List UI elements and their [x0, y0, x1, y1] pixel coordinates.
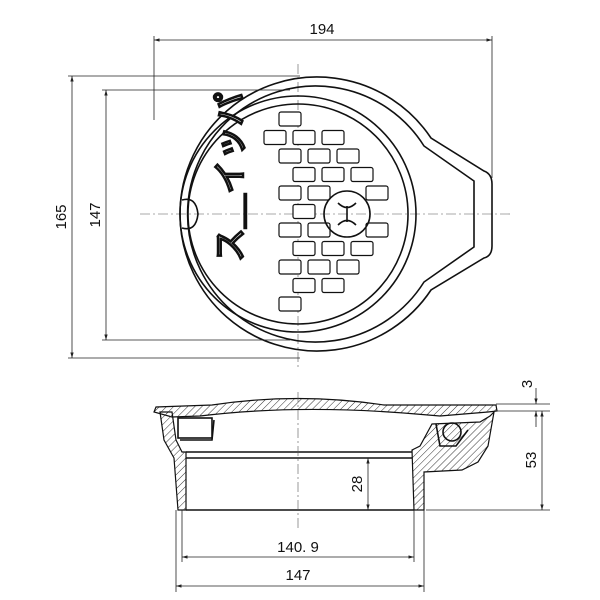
- cover-outer-ring: [179, 95, 417, 333]
- center-emblem: [323, 190, 371, 238]
- hinge-bracket: [435, 423, 469, 447]
- grid-cell: [292, 203, 316, 220]
- body-right-wall: [411, 410, 495, 511]
- grid-cell: [365, 222, 389, 238]
- grid-cell: [321, 166, 345, 183]
- grid-cell: [278, 222, 302, 238]
- grid-cell: [263, 129, 287, 146]
- cover-inner-ring: [187, 103, 409, 325]
- dim-inner-width: 140. 9: [277, 539, 319, 556]
- left-lug: [177, 417, 213, 439]
- grid-cell: [292, 240, 316, 257]
- body-left-wall: [159, 411, 187, 511]
- grid-cell: [336, 259, 360, 275]
- grid-cell: [336, 148, 360, 164]
- dim-overall-width: 194: [309, 21, 334, 38]
- grid-cell: [278, 111, 302, 127]
- hinge-pin: [442, 422, 462, 442]
- cover-marking: ス＿イッパ: [211, 92, 251, 262]
- lift-notch: [181, 198, 199, 230]
- dim-overall-height: 165: [53, 204, 70, 229]
- grid-cell: [278, 148, 302, 164]
- top-view: ス＿イッパ 194 165 147: [53, 21, 510, 370]
- inner-rim: [180, 419, 414, 511]
- grid-cell: [307, 148, 331, 164]
- grid-cell: [278, 296, 302, 312]
- grid-cell: [292, 129, 316, 146]
- grid-cell: [278, 259, 302, 275]
- grid-cell: [350, 166, 374, 183]
- grid-cell: [307, 185, 331, 201]
- dim-base-width: 147: [285, 567, 310, 584]
- cover-grid-pattern: [263, 111, 389, 312]
- dim-lid-thickness: 3: [519, 380, 536, 388]
- side-view: 3 53 28 140. 9 147: [153, 380, 550, 592]
- grid-cell: [292, 166, 316, 183]
- grid-cell: [307, 259, 331, 275]
- emblem-mark: [337, 202, 357, 226]
- dim-total-height: 53: [523, 452, 540, 469]
- grid-cell: [278, 185, 302, 201]
- outer-body-outline: [179, 76, 493, 352]
- grid-cell: [292, 277, 316, 294]
- dim-inner-depth: 28: [349, 476, 366, 493]
- lid-section: [153, 397, 498, 418]
- dim-cover-height: 147: [87, 202, 104, 227]
- grid-cell: [350, 240, 374, 257]
- grid-cell: [321, 129, 345, 146]
- grid-cell: [321, 277, 345, 294]
- grid-cell: [365, 185, 389, 201]
- grid-cell: [321, 240, 345, 257]
